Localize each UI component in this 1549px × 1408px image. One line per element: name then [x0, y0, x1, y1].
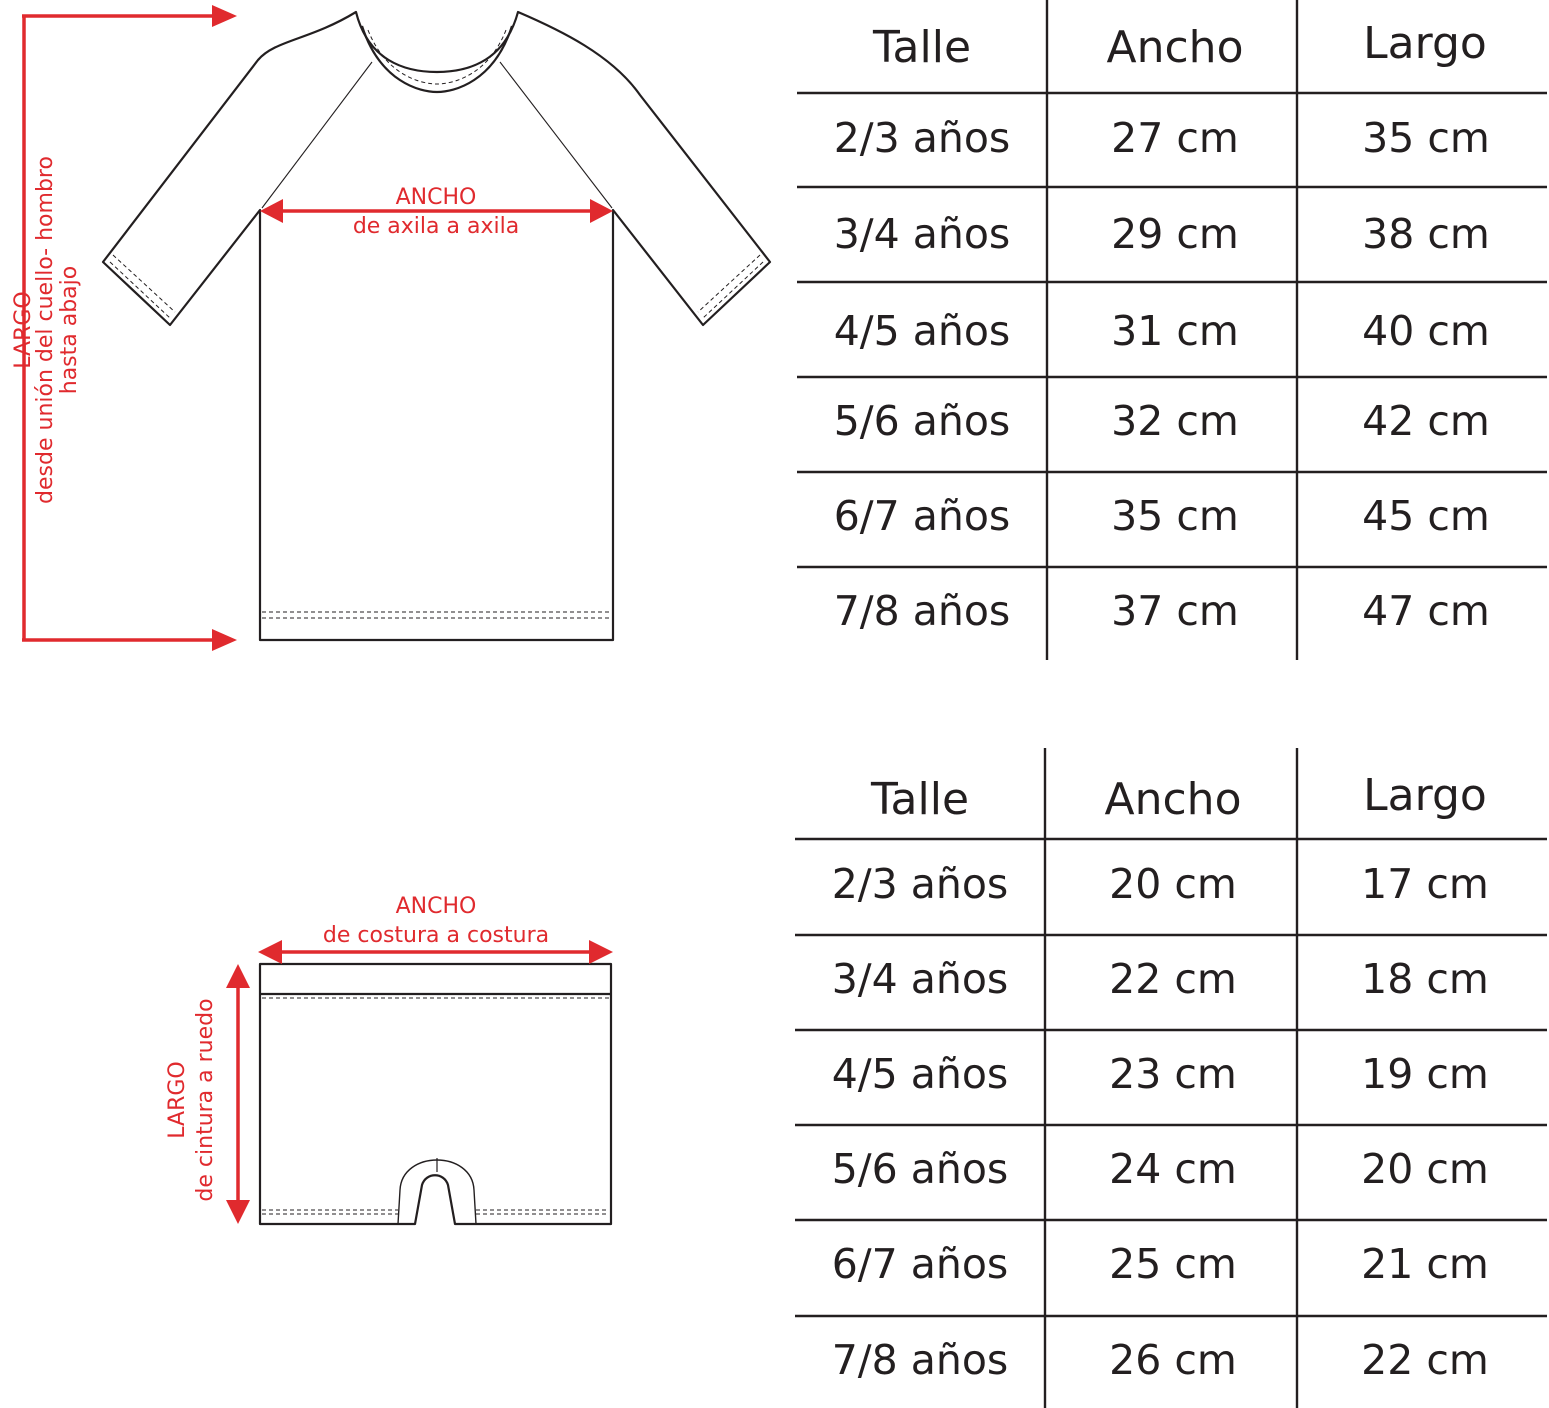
table-cell-largo: 19 cm [1361, 1050, 1489, 1098]
ancho-title: ANCHO [396, 185, 477, 210]
table-cell-largo: 17 cm [1361, 860, 1489, 908]
table-cell-size: 6/7 años [833, 492, 1011, 540]
header-ancho: Ancho [1104, 774, 1242, 825]
table-cell-ancho: 25 cm [1109, 1240, 1237, 1288]
table-cell-largo: 35 cm [1362, 114, 1490, 162]
table-cell-ancho: 24 cm [1109, 1145, 1237, 1193]
table-cell-largo: 45 cm [1362, 492, 1490, 540]
largo-description-line2: hasta abajo [57, 266, 82, 395]
table-cell-ancho: 23 cm [1109, 1050, 1237, 1098]
table-cell-size: 2/3 años [831, 860, 1009, 908]
table-cell-ancho: 26 cm [1109, 1336, 1237, 1384]
shirt-outline [101, 10, 772, 642]
shorts-ancho-title: ANCHO [396, 894, 477, 919]
shorts-largo-title: LARGO [165, 1061, 190, 1138]
table-cell-size: 7/8 años [831, 1336, 1009, 1384]
largo-title: LARGO [11, 291, 36, 368]
header-ancho: Ancho [1106, 22, 1244, 73]
largo-label-group: LARGO desde unión del cuello- hombro has… [11, 156, 82, 504]
table-cell-size: 6/7 años [831, 1240, 1009, 1288]
ancho-subtitle: de axila a axila [353, 214, 519, 239]
shorts-stitching [262, 997, 609, 1215]
table-cell-size: 7/8 años [833, 587, 1011, 635]
header-largo: Largo [1363, 770, 1487, 821]
largo-description-line1: desde unión del cuello- hombro [33, 156, 58, 504]
table-cell-ancho: 29 cm [1111, 210, 1239, 258]
table-cell-ancho: 35 cm [1111, 492, 1239, 540]
table-cell-largo: 40 cm [1362, 307, 1490, 355]
table-cell-largo: 20 cm [1361, 1145, 1489, 1193]
table-cell-largo: 22 cm [1361, 1336, 1489, 1384]
shorts-largo-subtitle: de cintura a ruedo [193, 998, 218, 1201]
largo-measure-arrow [22, 5, 237, 651]
table-cell-size: 4/5 años [833, 307, 1011, 355]
table-cell-size: 3/4 años [833, 210, 1011, 258]
table-cell-largo: 42 cm [1362, 397, 1490, 445]
shorts-outline [258, 962, 613, 1226]
header-largo: Largo [1363, 18, 1487, 69]
shorts-ancho-arrow [258, 940, 613, 964]
table-cell-largo: 18 cm [1361, 955, 1489, 1003]
table-cell-ancho: 20 cm [1109, 860, 1237, 908]
table-cell-size: 5/6 años [831, 1145, 1009, 1193]
shorts-largo-label-group: LARGO de cintura a ruedo [165, 998, 218, 1201]
shorts-diagram: ANCHO de costura a costura LARGO de cint… [165, 894, 613, 1226]
table-cell-largo: 21 cm [1361, 1240, 1489, 1288]
table-cell-ancho: 32 cm [1111, 397, 1239, 445]
table-cell-largo: 38 cm [1362, 210, 1490, 258]
table-cell-largo: 47 cm [1362, 587, 1490, 635]
shirt-stitching [109, 29, 764, 619]
table-cell-size: 4/5 años [831, 1050, 1009, 1098]
table-cell-size: 3/4 años [831, 955, 1009, 1003]
shorts-ancho-subtitle: de costura a costura [323, 923, 549, 948]
ancho-measure-arrow [260, 199, 613, 223]
table-cell-ancho: 37 cm [1111, 587, 1239, 635]
table-cell-size: 5/6 años [833, 397, 1011, 445]
table-cell-ancho: 22 cm [1109, 955, 1237, 1003]
table-cell-size: 2/3 años [833, 114, 1011, 162]
table-cell-ancho: 31 cm [1111, 307, 1239, 355]
header-talle: Talle [872, 22, 972, 73]
table-cell-ancho: 27 cm [1111, 114, 1239, 162]
header-talle: Talle [870, 774, 970, 825]
shorts-largo-arrow [226, 964, 250, 1224]
shirt-diagram: LARGO desde unión del cuello- hombro has… [11, 5, 772, 651]
